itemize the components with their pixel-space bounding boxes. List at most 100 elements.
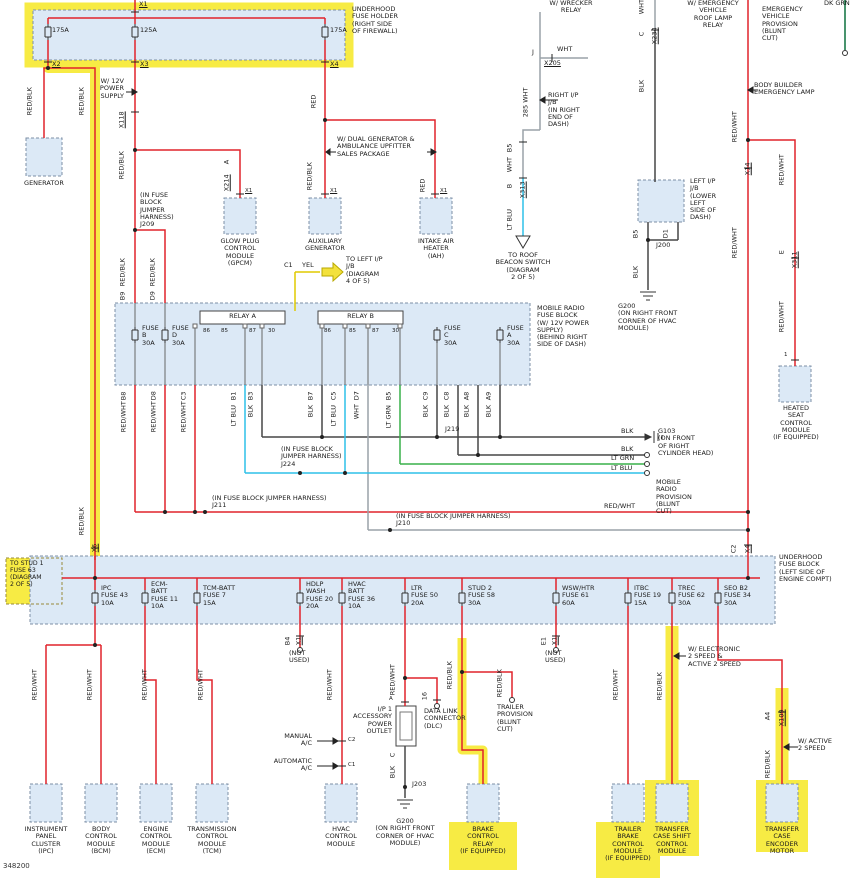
tcm-box bbox=[195, 783, 229, 823]
wire-color-label: RED/BLK bbox=[25, 87, 34, 116]
g200-bottom-label: G200 (ON RIGHT FRONT CORNER OF HVAC MODU… bbox=[375, 817, 435, 847]
wire-color-label: RED/WHT bbox=[325, 669, 334, 701]
fuse-c-label: FUSE C 30A bbox=[444, 324, 461, 347]
annotation-arrows bbox=[126, 86, 798, 770]
wire-color-label: RED/WHT bbox=[611, 669, 620, 701]
wire-color-label: RED/BLK bbox=[445, 661, 454, 690]
wire-color-label: RED/WHT bbox=[179, 401, 188, 433]
fuse-stud2-label: STUD 2 FUSE 58 30A bbox=[468, 584, 496, 607]
ipc-box bbox=[29, 783, 63, 823]
connector-x2-label: X2 bbox=[52, 60, 61, 68]
hvac-module-box bbox=[324, 783, 358, 823]
wire-color-label: RED/WHT bbox=[85, 669, 94, 701]
fuse-trec-label: TREC FUSE 62 30A bbox=[678, 584, 706, 607]
connector-x1-label: X1 bbox=[294, 636, 303, 646]
accessory-outlet-box bbox=[395, 705, 417, 747]
j200-label: J200 bbox=[656, 241, 671, 249]
pin-b5-label: B5 bbox=[631, 229, 640, 239]
wire-color-label: RED/BLK bbox=[495, 669, 504, 698]
fuse-hdlp-wash-label: HDLP WASH FUSE 20 20A bbox=[306, 580, 334, 610]
w12v-power-supply-note: W/ 12V POWER SUPPLY bbox=[99, 77, 124, 100]
page-number: 348200 bbox=[3, 862, 30, 870]
wire-color-label: RED/BLK bbox=[763, 750, 772, 779]
wire-color-label: RED/BLK bbox=[148, 258, 157, 287]
not-used-note: (NOT USED) bbox=[289, 649, 310, 665]
wire-color-label: LT BLU bbox=[229, 404, 238, 427]
pin-a-label: A bbox=[389, 696, 393, 702]
iah-box bbox=[419, 197, 453, 235]
black-wires bbox=[261, 30, 679, 798]
iah-label: INTAKE AIR HEATER (IAH) bbox=[417, 237, 454, 260]
wire-color-label: RED/BLK bbox=[117, 151, 126, 180]
right-ip-jb-note: RIGHT I/P J/B (IN RIGHT END OF DASH) bbox=[548, 91, 580, 129]
wire-color-label: LT GRN bbox=[384, 405, 393, 429]
hvac-module-label: HVAC CONTROL MODULE bbox=[325, 825, 357, 848]
underhood-fuse-block-box bbox=[29, 555, 776, 625]
wire-color-label: DK GRN bbox=[824, 0, 850, 7]
fuse-itbc-label: ITBC FUSE 19 15A bbox=[634, 584, 662, 607]
gpcm-label: GLOW PLUG CONTROL MODULE (GPCM) bbox=[220, 237, 260, 267]
pin-c-label: C bbox=[388, 752, 397, 758]
j219-label: J219 bbox=[445, 425, 460, 433]
connector-x4-label: X4 bbox=[743, 544, 752, 554]
relay-b-box bbox=[317, 310, 404, 325]
connector-x214-label: X214 bbox=[222, 174, 231, 192]
connector-x1-label: X1 bbox=[139, 0, 148, 8]
automatic-ac-note: AUTOMATIC A/C bbox=[273, 757, 312, 773]
pin-label: C8 bbox=[442, 391, 451, 401]
wire-color-label: RED/WHT bbox=[119, 401, 128, 433]
wire-color-label: RED/BLK bbox=[655, 672, 664, 701]
heated-seat-module-box bbox=[778, 365, 812, 403]
fuse-175a-right-label: 175A bbox=[330, 26, 347, 34]
heated-seat-module-label: HEATED SEAT CONTROL MODULE (IF EQUIPPED) bbox=[773, 404, 819, 442]
fuse-tcm-batt-label: TCM-BATT FUSE 7 15A bbox=[203, 584, 236, 607]
electronic-2speed-note: W/ ELECTRONIC 2 SPEED & ACTIVE 2 SPEED bbox=[688, 645, 741, 668]
fuse-d-label: FUSE D 30A bbox=[172, 324, 189, 347]
pin-e1-label: E1 bbox=[539, 637, 548, 646]
roof-beacon-note: TO ROOF BEACON SWITCH (DIAGRAM 2 OF 5) bbox=[495, 251, 551, 281]
relay-a-label: RELAY A bbox=[229, 312, 256, 320]
relay-b-label: RELAY B bbox=[347, 312, 374, 320]
wire-color-label: BLK bbox=[246, 404, 255, 418]
brake-control-relay-box bbox=[466, 783, 500, 823]
ecm-label: ENGINE CONTROL MODULE (ECM) bbox=[140, 825, 172, 855]
wire-color-label: RED/WHT bbox=[730, 227, 739, 259]
fuse-a-label: FUSE A 30A bbox=[507, 324, 524, 347]
dual-generator-note: W/ DUAL GENERATOR & AMBULANCE UPFITTER S… bbox=[337, 135, 415, 158]
connector-x109-label: X109 bbox=[777, 709, 786, 727]
connector-x1-label: X1 bbox=[550, 636, 559, 646]
wire-color-label: RED/WHT bbox=[196, 669, 205, 701]
pin-x1-label: X1 bbox=[330, 188, 338, 194]
pin-b9-label: B9 bbox=[118, 291, 127, 301]
wire-color-label: RED/BLK bbox=[77, 507, 86, 536]
pin-d1-label: D1 bbox=[661, 229, 670, 239]
pin-label: B5 bbox=[384, 391, 393, 401]
pin-label: B1 bbox=[229, 391, 238, 401]
j210-note: (IN FUSE BLOCK JUMPER HARNESS) J210 bbox=[396, 512, 511, 528]
ipc-label: INSTRUMENT PANEL CLUSTER (IPC) bbox=[24, 825, 68, 855]
left-ip-jb-label: LEFT I/P J/B (LOWER LEFT SIDE OF DASH) bbox=[690, 177, 717, 222]
connector-x313-label: X313 bbox=[518, 181, 527, 199]
circuit-285-wht-label: 285 WHT bbox=[521, 87, 530, 118]
fuse-ecm-batt-label: ECM- BATT FUSE 11 10A bbox=[151, 580, 179, 610]
lt-grn-wires bbox=[399, 385, 645, 465]
pin-c1-label: C1 bbox=[348, 762, 356, 768]
yellow-wires bbox=[294, 271, 320, 311]
j209-note: (IN FUSE BLOCK JUMPER HARNESS) J209 bbox=[140, 191, 174, 229]
connector-x234-label: X234 bbox=[650, 27, 659, 45]
wire-color-label: BLK bbox=[306, 404, 315, 418]
fuse-b-label: FUSE B 30A bbox=[142, 324, 159, 347]
fuse-block-internal-lines bbox=[134, 303, 501, 385]
wire-color-label: RED/BLK bbox=[77, 87, 86, 116]
wire-color-label: RED/WHT bbox=[604, 502, 636, 510]
wrecker-relay-note: W/ WRECKER RELAY bbox=[549, 0, 593, 15]
pin-d9-label: D9 bbox=[148, 291, 157, 301]
wire-color-label: RED/WHT bbox=[730, 111, 739, 143]
wire-color-label: YEL bbox=[302, 261, 314, 269]
junction-dots bbox=[46, 66, 750, 789]
wire-color-label: BLK bbox=[442, 404, 451, 418]
relay-pin-label: 85 bbox=[349, 328, 356, 334]
g200-right-label: G200 (ON RIGHT FRONT CORNER OF HVAC MODU… bbox=[618, 302, 678, 332]
